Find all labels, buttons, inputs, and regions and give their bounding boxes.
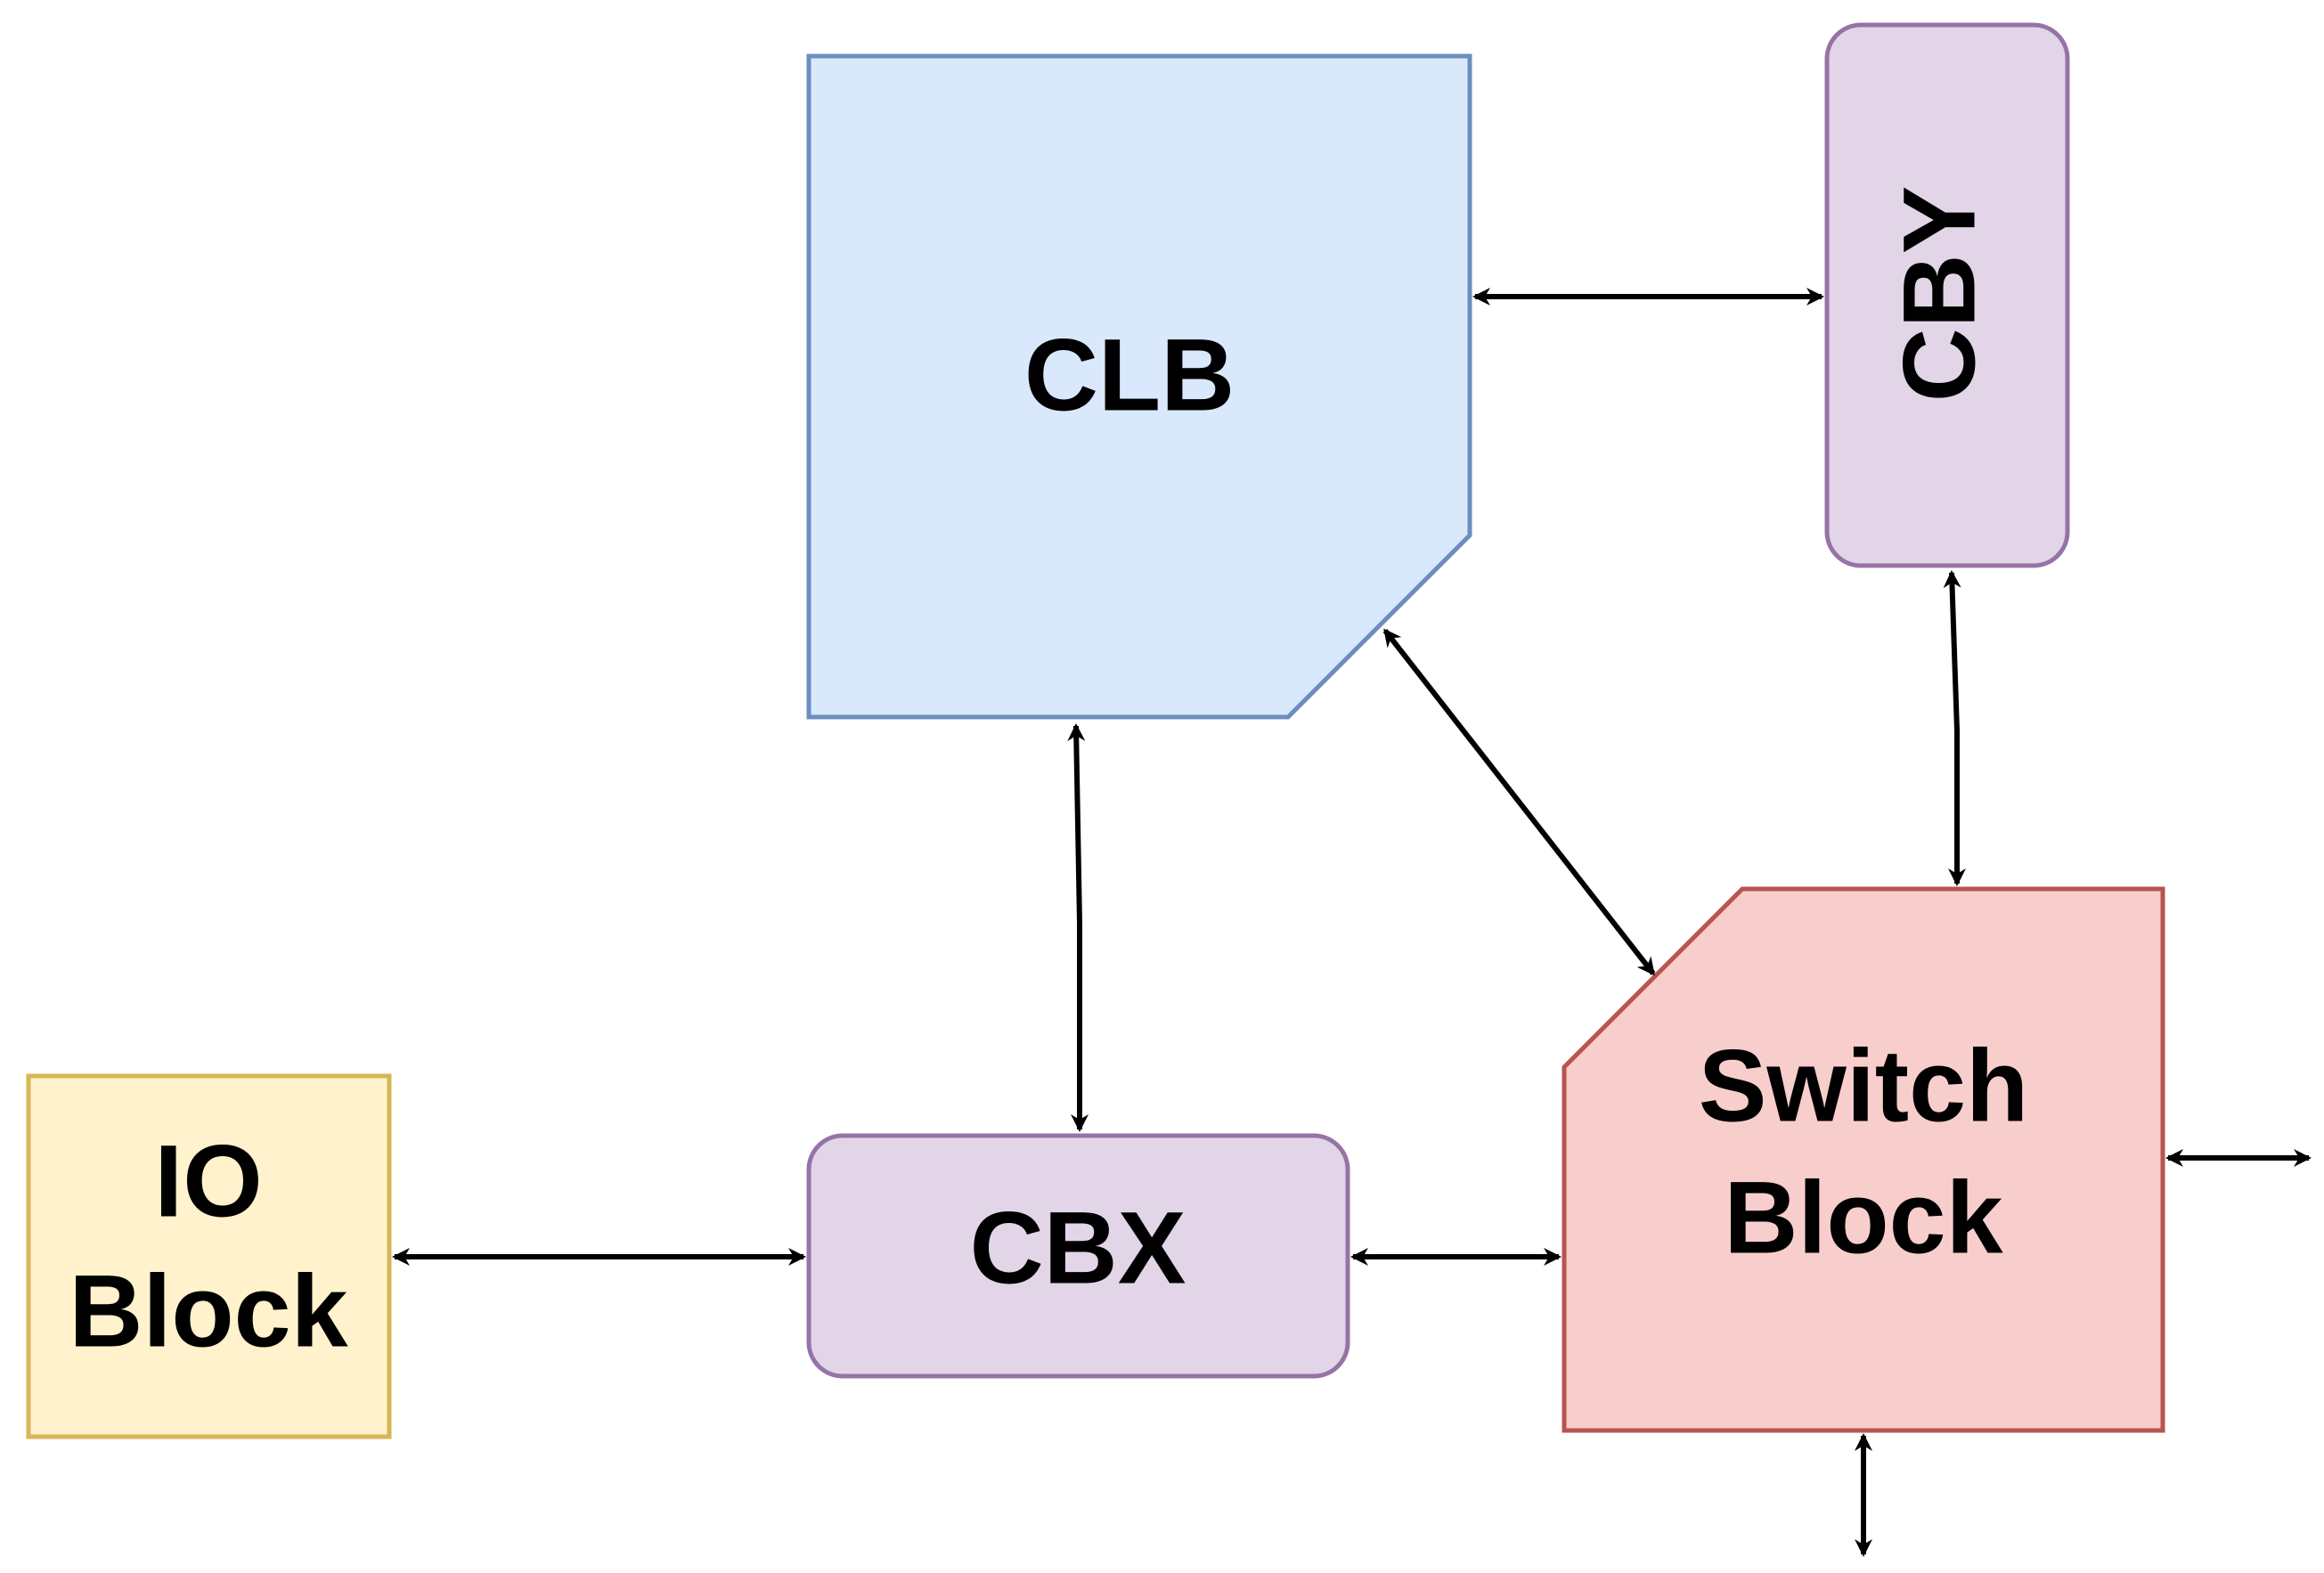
cby-block: CBY [1824,22,2070,568]
connector-clb-switch-block [1382,628,1656,976]
cby-shape [1824,22,2070,568]
clb-block: CLB [806,53,1472,720]
clb-shape [806,53,1472,720]
cbx-label: CBX [970,1191,1186,1305]
clb-label: CLB [1024,318,1235,432]
io-block-label-line2: Block [69,1254,348,1368]
connector-cby-switch-block [1943,570,1966,886]
cbx-block: CBX [806,1133,1350,1379]
connector-clb-cbx [1067,723,1089,1132]
switch-block-shape [1562,886,2165,1433]
switch-block-label-line1: Switch [1699,1029,2029,1143]
cby-label: CBY [1882,186,1996,403]
switch-block-label-line2: Block [1724,1161,2003,1275]
switch-block: Switch Block [1562,886,2165,1433]
io-block-shape [26,1073,392,1439]
cbx-shape [806,1133,1350,1379]
io-block: IO Block [26,1073,392,1439]
io-block-label-line1: IO [154,1124,262,1238]
